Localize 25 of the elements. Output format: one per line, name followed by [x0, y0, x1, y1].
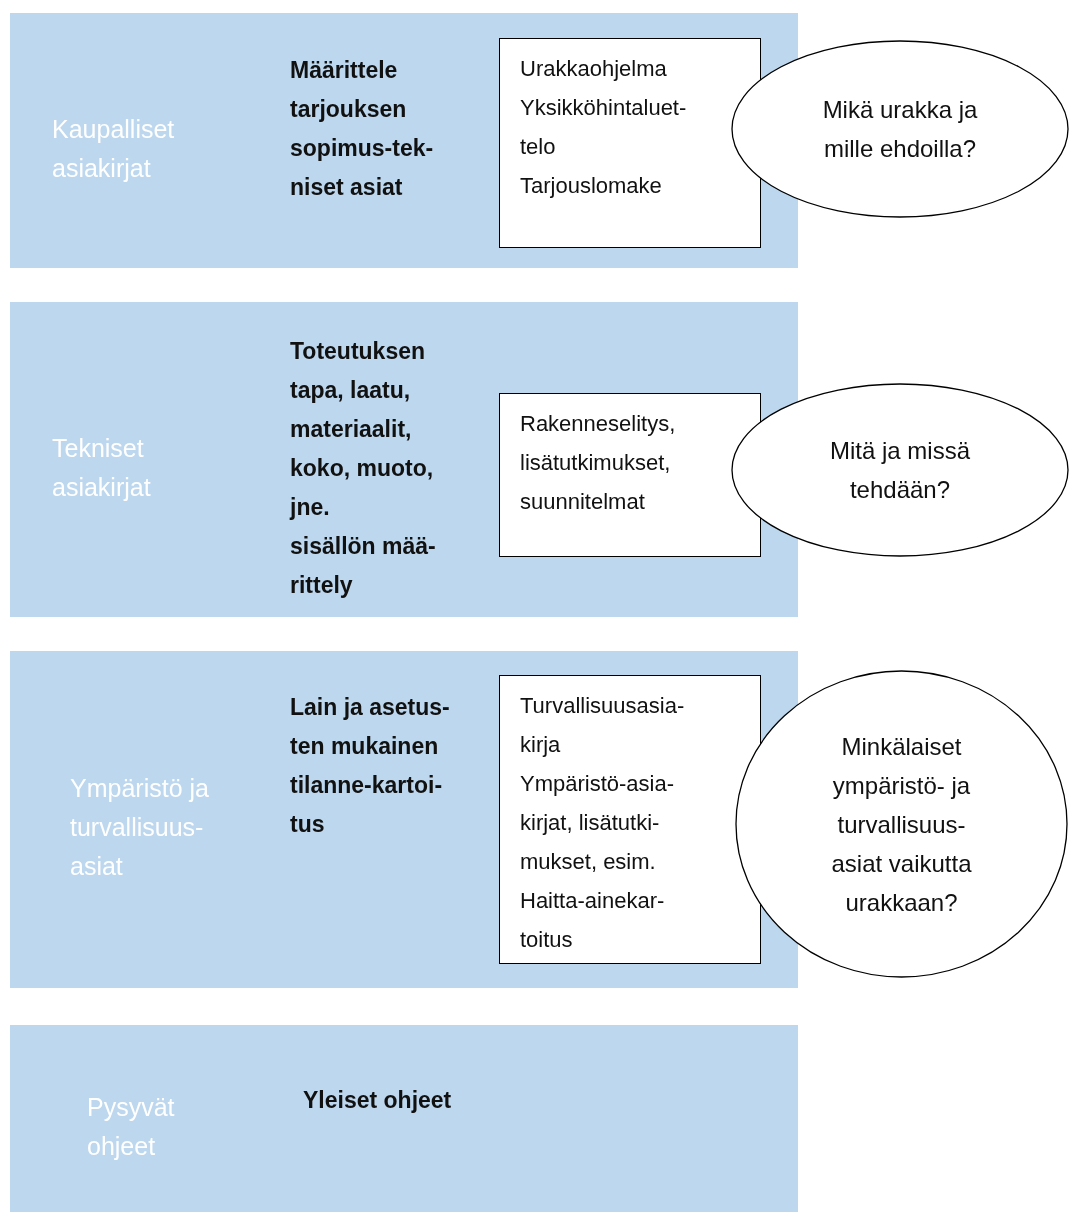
topic-text: sisällön mää- rittely: [290, 532, 437, 600]
category-band: [10, 651, 798, 988]
category-band: [10, 1025, 798, 1212]
topic-text: Lain ja asetus- ten mukainen tilanne-kartoi- tus: [290, 693, 451, 839]
category-band: [10, 13, 798, 268]
document-name: Turvallisuusasia- kirja: [520, 692, 686, 759]
document-name: Yksikköhintaluet- telo: [520, 94, 688, 161]
document-box: [499, 675, 761, 964]
document-box: [499, 38, 761, 248]
category-label: Ympäristö ja turvallisuus- asiat: [70, 773, 210, 882]
document-name: Urakkaohjelma: [520, 55, 668, 83]
document-name: Tarjouslomake: [520, 172, 663, 200]
category-label: Pysyvät ohjeet: [87, 1091, 176, 1162]
question-text: Minkälaiset ympäristö- ja turvallisuus- asiat vaikutta urakkaan?: [830, 731, 973, 918]
category-label: Kaupalliset asiakirjat: [52, 113, 176, 184]
category-label: Tekniset asiakirjat: [52, 432, 152, 503]
document-box: [499, 393, 761, 557]
document-name: Rakenneselitys, lisätutkimukset, suunnitelmat: [520, 410, 677, 516]
question-text: Mitä ja missä tehdään?: [829, 436, 971, 505]
topic-text: Määrittele tarjouksen sopimus-tek- niset asiat: [290, 56, 435, 202]
document-name: Ympäristö-asia- kirjat, lisätutki- mukset, esim. Haitta-ainekar- toitus: [520, 770, 676, 954]
category-band: [10, 302, 798, 617]
topic-text: Yleiset ohjeet: [303, 1086, 453, 1115]
topic-text: Toteutuksen tapa, laatu, materiaalit, koko, muoto, jne.: [290, 337, 435, 522]
question-text: Mikä urakka ja mille ehdoilla?: [821, 95, 979, 164]
